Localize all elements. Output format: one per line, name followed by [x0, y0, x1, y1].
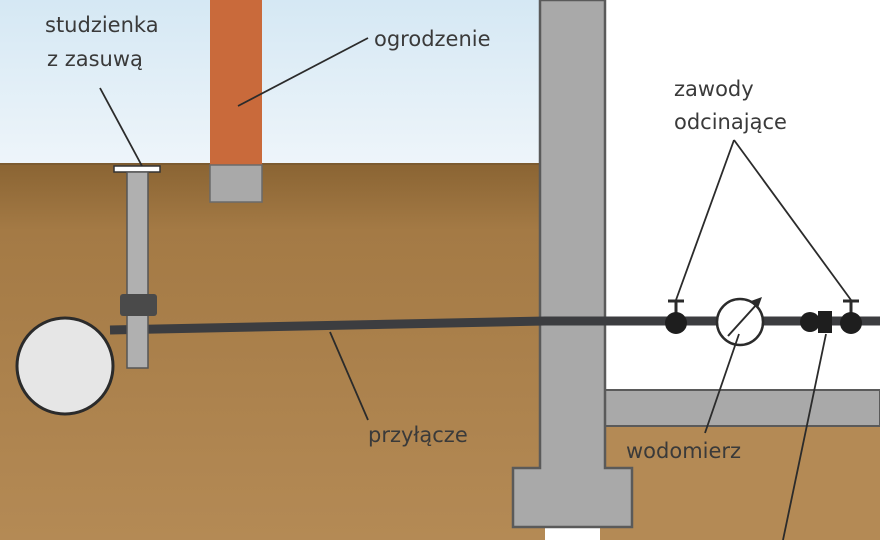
label-ogrodzenie: ogrodzenie	[374, 27, 491, 51]
floor-slab	[604, 389, 880, 427]
check-valve-body	[818, 311, 832, 333]
label-zawody-line2: odcinające	[674, 110, 787, 134]
soil-under-floor	[600, 425, 880, 540]
service-pipe	[109, 316, 880, 335]
label-wodomierz: wodomierz	[626, 439, 741, 463]
fence-post	[210, 0, 262, 165]
label-studzienka-line2: z zasuwą	[47, 47, 143, 71]
leader-wodomierz	[704, 333, 740, 434]
sky	[0, 0, 545, 165]
leader-ogrodzenie	[237, 37, 369, 107]
label-przylacze: przyłącze	[368, 423, 468, 447]
water-main	[15, 316, 115, 416]
check-valve-ball	[800, 312, 820, 332]
label-zawody-line1: zawody	[674, 77, 754, 101]
valve-box-cap	[113, 165, 161, 173]
leader-zawody-2	[733, 139, 852, 301]
leader-zawody-1	[675, 139, 735, 301]
leader-check-valve	[782, 333, 827, 540]
leader-przylacze	[329, 331, 369, 421]
fence-foundation	[209, 164, 263, 203]
water-meter-needle	[727, 303, 758, 337]
valve-body	[120, 294, 157, 316]
foundation-wall	[511, 0, 634, 529]
valve-box-stem	[126, 171, 149, 369]
label-studzienka-line1: studzienka	[45, 13, 159, 37]
shutoff-valve-2	[840, 312, 862, 334]
shutoff-valve-1	[665, 312, 687, 334]
water-meter-arrow	[751, 297, 762, 308]
leader-studzienka	[99, 87, 143, 167]
